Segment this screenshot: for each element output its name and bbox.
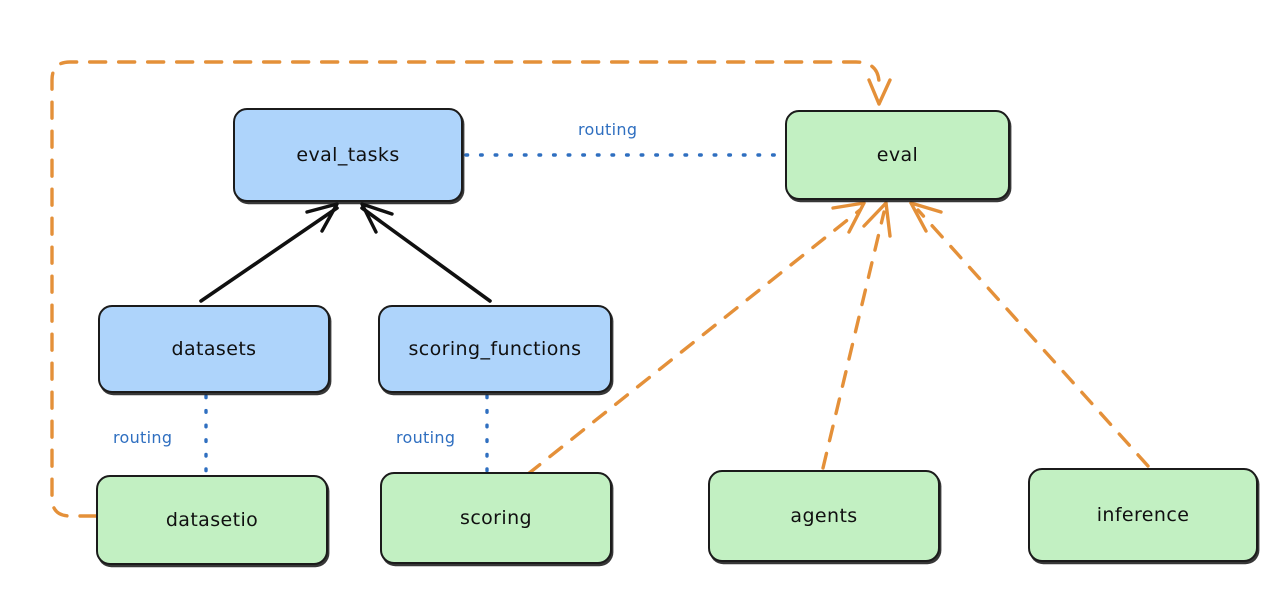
edge-agents-to-eval (821, 201, 892, 470)
node-label-eval-tasks: eval_tasks (296, 144, 400, 166)
node-label-datasets: datasets (171, 338, 257, 360)
edge-eval-to-datasetio (50, 60, 892, 518)
node-label-inference: inference (1096, 504, 1190, 526)
node-label-datasetio: datasetio (165, 509, 259, 531)
edge-label-routing-scoring-functions-scoring: routing (396, 428, 456, 447)
node-label-scoring-functions: scoring_functions (408, 338, 582, 360)
node-scoring[interactable]: scoring (380, 472, 612, 564)
node-scoring-functions[interactable]: scoring_functions (378, 305, 612, 393)
node-label-agents: agents (790, 505, 858, 527)
edge-datasets-to-eval-tasks (199, 202, 339, 303)
node-inference[interactable]: inference (1028, 468, 1258, 562)
edge-label-routing-eval-tasks-eval: routing (578, 120, 638, 139)
edge-scoring-to-eval (526, 201, 866, 476)
node-label-eval: eval (876, 144, 919, 166)
edge-inference-to-eval (909, 201, 1150, 468)
node-eval-tasks[interactable]: eval_tasks (233, 108, 463, 202)
node-eval[interactable]: eval (785, 110, 1010, 200)
node-datasets[interactable]: datasets (98, 305, 330, 393)
edge-scoring-functions-to-eval-tasks (360, 202, 492, 303)
edge-label-routing-datasets-datasetio: routing (113, 428, 173, 447)
node-datasetio[interactable]: datasetio (96, 475, 328, 565)
node-agents[interactable]: agents (708, 470, 940, 562)
node-label-scoring: scoring (460, 507, 532, 529)
